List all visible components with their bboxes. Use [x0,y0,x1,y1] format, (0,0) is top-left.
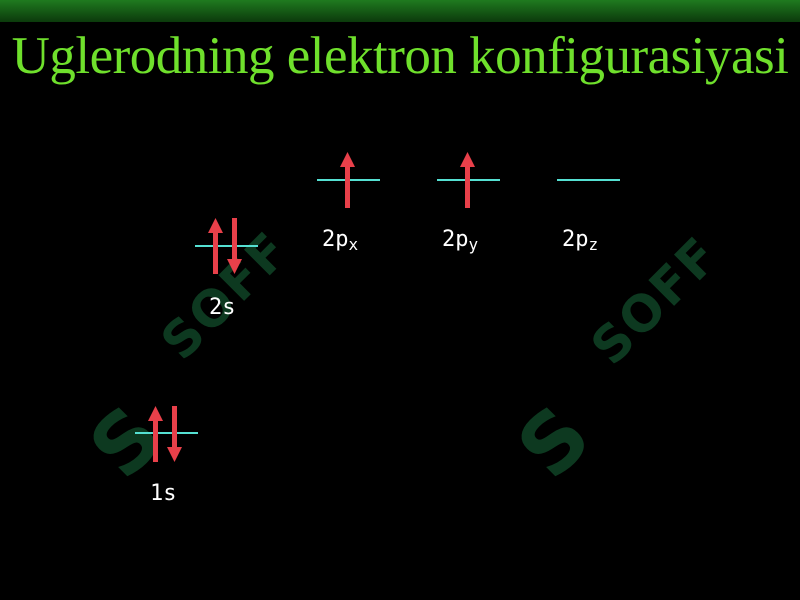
label-2px-sub: x [348,235,359,254]
level-2s-line [195,245,258,247]
slide-title: Uglerodning elektron konfigurasiyasi [11,27,789,85]
label-2py-main: 2p [442,227,469,252]
electron-up-arrow-2px [340,152,355,208]
electron-up-arrow-1s [148,406,163,462]
label-2py-sub: y [468,235,479,254]
level-2pz-line [557,179,620,181]
electron-up-arrow-2s [208,218,223,274]
label-1s-main: 1s [150,481,177,506]
electron-down-arrow-1s [167,406,182,462]
level-1s-line [135,432,198,434]
electron-up-arrow-2py [460,152,475,208]
top-band [0,0,800,22]
label-2s-main: 2s [209,295,236,320]
label-1s: 1s [150,482,177,506]
label-2s: 2s [209,296,236,320]
label-2px-main: 2p [322,227,349,252]
label-2pz-main: 2p [562,227,589,252]
label-2py: 2py [442,228,478,257]
label-2px: 2px [322,228,358,257]
electron-down-arrow-2s [227,218,242,274]
label-2pz: 2pz [562,228,598,257]
label-2pz-sub: z [588,235,599,254]
